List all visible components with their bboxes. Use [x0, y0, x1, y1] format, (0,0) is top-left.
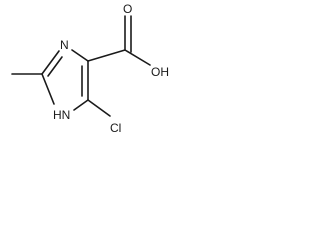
atom-label-n: N	[60, 38, 69, 52]
atom-label-nh: HN	[53, 108, 70, 122]
bond-c5-cl	[87, 99, 111, 117]
bond-n3-c4	[71, 49, 89, 62]
bond-lines	[11, 15, 151, 117]
atom-label-o: O	[123, 2, 132, 16]
atom-label-oh: OH	[151, 65, 169, 79]
bond-carboxyl-oh	[124, 49, 151, 66]
bond-c2-n3-double	[47, 56, 63, 77]
bond-c5-n1	[73, 99, 89, 111]
bond-n1-c2	[41, 73, 55, 105]
bond-c4-carboxyl	[87, 49, 126, 62]
atom-labels: N HN OH O Cl	[53, 2, 169, 135]
atom-label-cl: Cl	[110, 121, 121, 135]
chemical-structure: N HN OH O Cl	[11, 2, 169, 135]
bond-c2-n3	[41, 50, 60, 75]
